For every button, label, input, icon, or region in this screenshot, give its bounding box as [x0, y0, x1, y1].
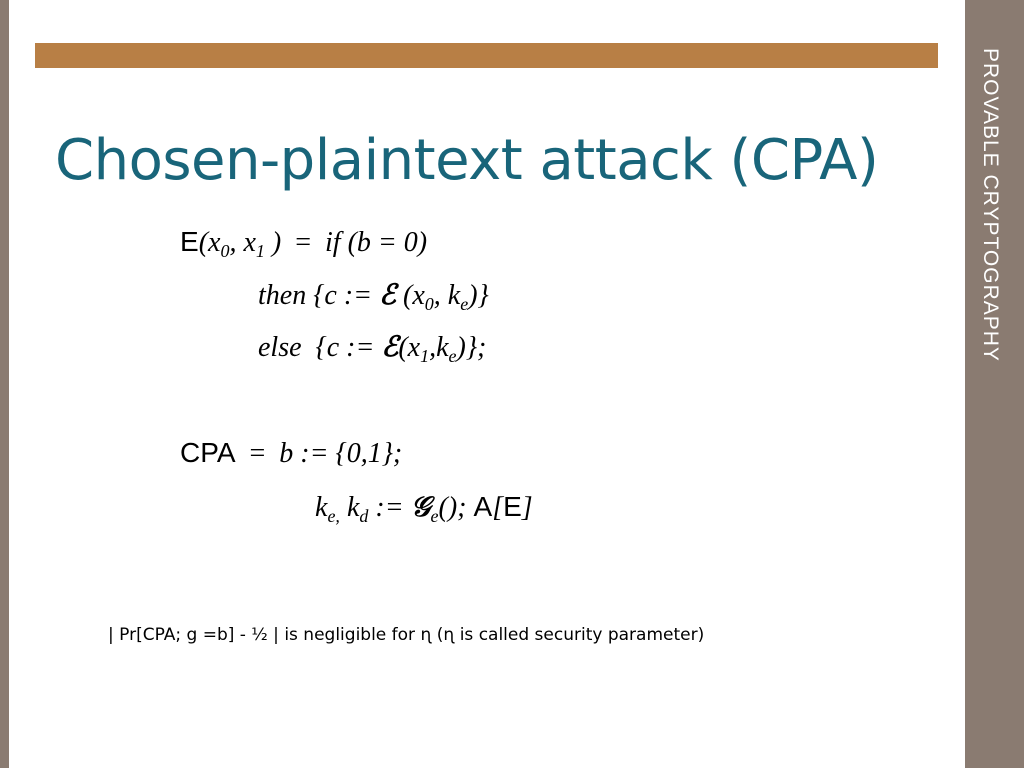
slide-title: Chosen-plaintext attack (CPA) — [55, 128, 879, 193]
experiment-symbol: E — [503, 491, 522, 522]
formula-line-else: else {c := ℰ(x1,ke)}; — [258, 330, 487, 366]
formula-line-experiment: E(x0, x1 ) = if (b = 0) — [180, 226, 428, 261]
negligibility-note: | Pr[CPA; g =b] - ½ | is negligible for … — [108, 625, 705, 645]
formula-line-then: then {c := ℰ (x0, ke)} — [258, 278, 489, 314]
formula-line-cpa: CPA = b := {0,1}; — [180, 437, 403, 469]
adversary-symbol: A — [473, 491, 493, 522]
encryption-symbol: ℰ — [379, 278, 397, 311]
encryption-symbol: ℰ — [381, 330, 399, 363]
cpa-label: CPA — [180, 437, 236, 468]
experiment-symbol: E — [180, 226, 199, 257]
right-side-band — [965, 0, 1024, 768]
title-accent-bar — [35, 43, 938, 68]
key-generator-symbol: 𝒢 — [410, 490, 431, 523]
sidebar-title: PROVABLE CRYPTOGRAPHY — [979, 48, 1002, 362]
left-edge-band — [0, 0, 9, 768]
formula-line-keygen: ke, kd := 𝒢e(); A[E] — [315, 490, 533, 526]
